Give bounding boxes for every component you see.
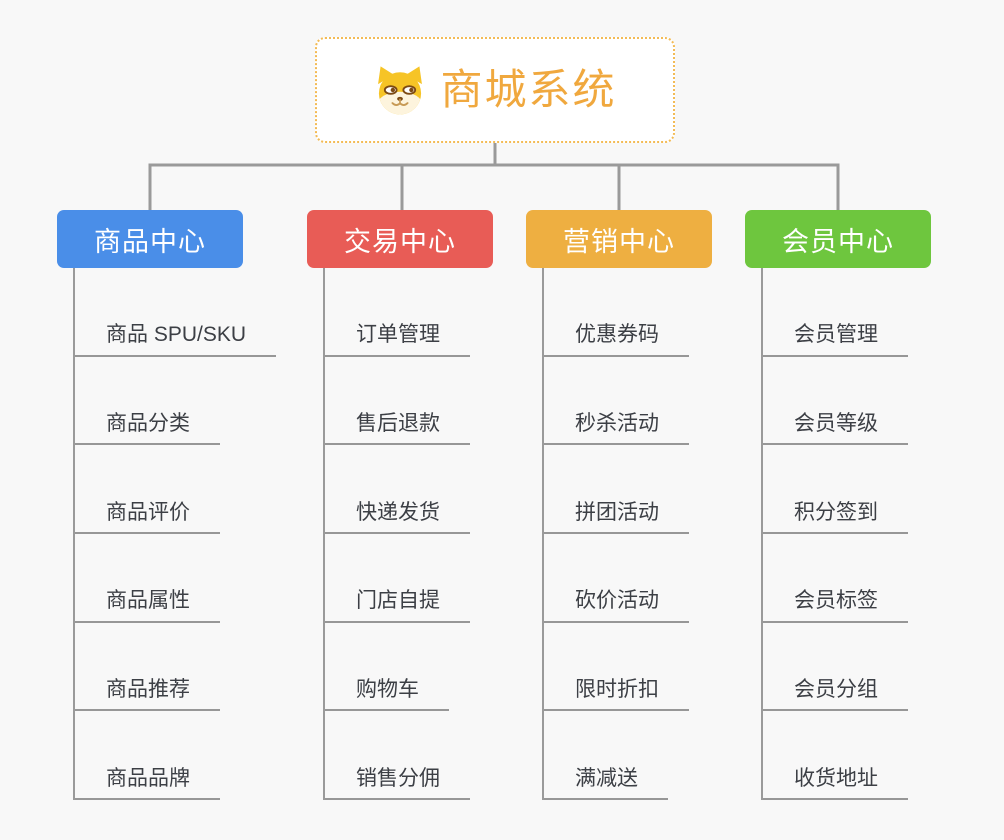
branch-trade-center: 交易中心 订单管理 售后退款 快递发货 门店自提 购物车 销售分佣	[307, 210, 567, 800]
node-label: 商品推荐	[73, 676, 220, 712]
node-label: 会员标签	[761, 587, 908, 623]
mindmap-node[interactable]: 限时折扣	[542, 623, 689, 712]
mindmap-node[interactable]: 商品分类	[73, 357, 276, 446]
mindmap-node[interactable]: 商品评价	[73, 445, 276, 534]
mindmap-node[interactable]: 秒杀活动	[542, 357, 689, 446]
mindmap-node[interactable]: 商品属性	[73, 534, 276, 623]
mindmap-node[interactable]: 优惠券码	[542, 268, 689, 357]
mindmap-node[interactable]: 订单管理	[323, 268, 470, 357]
mindmap-node[interactable]: 购物车	[323, 623, 470, 712]
branch-items-marketing: 优惠券码 秒杀活动 拼团活动 砍价活动 限时折扣 满减送	[526, 268, 689, 800]
mindmap-node[interactable]: 会员分组	[761, 623, 908, 712]
branch-items-product: 商品 SPU/SKU 商品分类 商品评价 商品属性 商品推荐 商品品牌	[57, 268, 277, 800]
branch-header-member-center[interactable]: 会员中心	[745, 210, 931, 268]
branch-header-product-center[interactable]: 商品中心	[57, 210, 243, 268]
node-label: 积分签到	[761, 499, 908, 534]
mindmap-node[interactable]: 会员管理	[761, 268, 908, 357]
branch-header-trade-center[interactable]: 交易中心	[307, 210, 493, 268]
mindmap-node[interactable]: 门店自提	[323, 534, 470, 623]
branch-items-trade: 订单管理 售后退款 快递发货 门店自提 购物车 销售分佣	[307, 268, 470, 800]
mindmap-node[interactable]: 会员标签	[761, 534, 908, 623]
branch-member-center: 会员中心 会员管理 会员等级 积分签到 会员标签 会员分组 收货地址	[745, 210, 1004, 800]
branch-header-marketing-center[interactable]: 营销中心	[526, 210, 712, 268]
mindmap-node[interactable]: 砍价活动	[542, 534, 689, 623]
node-label: 会员等级	[761, 410, 908, 446]
node-label: 会员管理	[761, 321, 908, 357]
node-label: 商品属性	[73, 587, 220, 623]
branch-marketing-center: 营销中心 优惠券码 秒杀活动 拼团活动 砍价活动 限时折扣 满减送	[526, 210, 786, 800]
node-label: 商品 SPU/SKU	[73, 321, 277, 357]
node-label: 限时折扣	[542, 676, 689, 712]
node-label: 商品分类	[73, 410, 220, 446]
node-label: 订单管理	[323, 321, 470, 357]
mindmap-node[interactable]: 拼团活动	[542, 445, 689, 534]
node-label: 销售分佣	[323, 765, 470, 800]
node-label: 售后退款	[323, 410, 470, 446]
mindmap-node[interactable]: 积分签到	[761, 445, 908, 534]
root-node[interactable]: 商城系统	[315, 37, 675, 143]
node-label: 优惠券码	[542, 321, 689, 357]
shiba-dog-icon	[373, 65, 427, 115]
node-label: 满减送	[542, 765, 668, 800]
node-label: 收货地址	[761, 765, 908, 800]
root-title: 商城系统	[440, 66, 617, 113]
node-label: 秒杀活动	[542, 410, 689, 446]
mindmap-node[interactable]: 满减送	[542, 711, 689, 800]
mindmap-node[interactable]: 会员等级	[761, 357, 908, 446]
node-label: 快递发货	[323, 499, 470, 534]
node-label: 拼团活动	[542, 499, 689, 534]
branch-items-member: 会员管理 会员等级 积分签到 会员标签 会员分组 收货地址	[745, 268, 908, 800]
mindmap-node[interactable]: 商品推荐	[73, 623, 276, 712]
mindmap-node[interactable]: 商品 SPU/SKU	[73, 268, 277, 357]
mindmap-node[interactable]: 商品品牌	[73, 711, 276, 800]
node-label: 门店自提	[323, 587, 470, 623]
node-label: 会员分组	[761, 676, 908, 712]
branch-product-center: 商品中心 商品 SPU/SKU 商品分类 商品评价 商品属性 商品推荐 商品品牌	[57, 210, 317, 800]
node-label: 砍价活动	[542, 587, 689, 623]
node-label: 商品评价	[73, 499, 220, 534]
node-label: 商品品牌	[73, 765, 220, 800]
node-label: 购物车	[323, 676, 449, 712]
mindmap-node[interactable]: 销售分佣	[323, 711, 470, 800]
mindmap-node[interactable]: 快递发货	[323, 445, 470, 534]
mindmap-node[interactable]: 收货地址	[761, 711, 908, 800]
mindmap-node[interactable]: 售后退款	[323, 357, 470, 446]
